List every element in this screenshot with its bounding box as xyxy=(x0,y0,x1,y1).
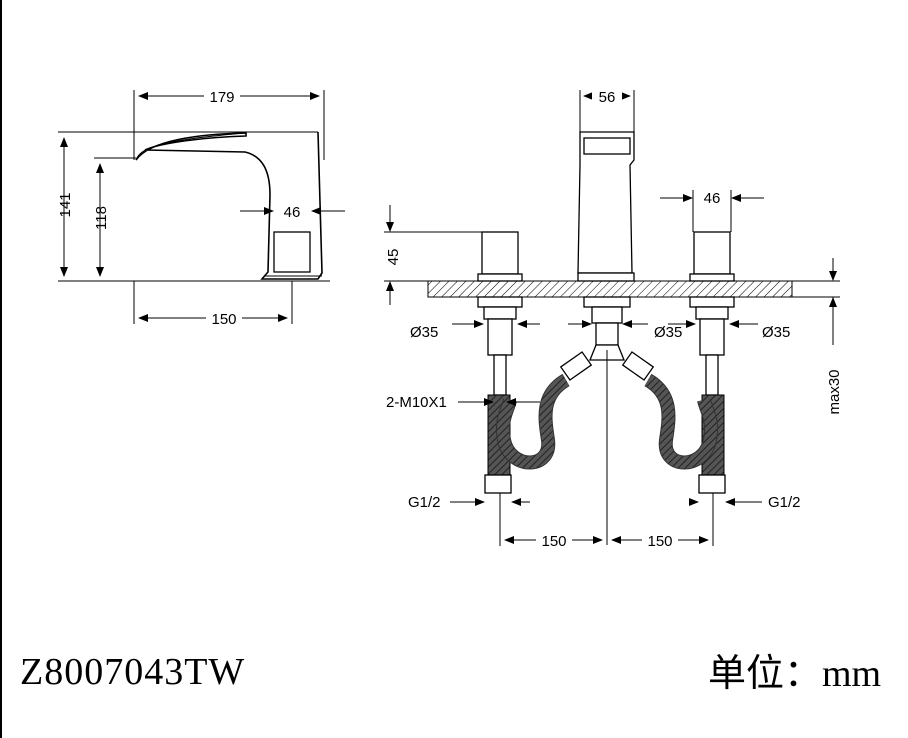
model-code: Z8007043TW xyxy=(20,651,246,693)
label-bg xyxy=(592,86,622,104)
spout-outlet xyxy=(583,137,631,155)
right-inlet-fitting xyxy=(698,474,726,494)
left-elbow xyxy=(559,351,593,381)
dim-spacing-left: 150 xyxy=(541,533,566,550)
label-stud-thread: 2-M10X1 xyxy=(386,394,447,411)
dim-spout-height: 118 xyxy=(93,206,110,230)
right-valve-body xyxy=(699,318,725,356)
label-inlet-right: G1/2 xyxy=(768,494,801,511)
label-hole-center: Ø35 xyxy=(654,324,682,341)
right-handle-base xyxy=(689,273,735,282)
left-handle-base xyxy=(477,273,523,282)
dim-overall-height: 141 xyxy=(57,192,74,217)
dim-deck-thickness: max30 xyxy=(826,369,843,414)
dim-front-handle-width: 46 xyxy=(704,190,721,207)
left-nut xyxy=(477,296,523,308)
dim-side-handle-width: 46 xyxy=(284,204,301,221)
side-spout-outline xyxy=(135,131,323,280)
left-washer xyxy=(483,306,517,320)
label-hole-left: Ø35 xyxy=(410,324,438,341)
label-bg xyxy=(536,531,572,549)
center-washer xyxy=(591,306,623,324)
side-view: 179 141 118 46 150 xyxy=(57,86,345,328)
right-elbow xyxy=(621,351,655,381)
center-nut xyxy=(583,296,631,308)
left-inlet-fitting xyxy=(484,474,512,494)
label-bg xyxy=(206,309,242,327)
right-nut xyxy=(689,296,735,308)
right-washer xyxy=(695,306,729,320)
label-inlet-left: G1/2 xyxy=(408,494,441,511)
side-handle xyxy=(273,231,311,273)
deck-section xyxy=(427,280,793,298)
left-connector-hose-braid xyxy=(496,374,570,469)
side-spout-top xyxy=(135,132,247,161)
center-shank xyxy=(595,322,619,346)
dim-spout-reach: 150 xyxy=(211,311,236,328)
front-view: 56 46 45 max30 Ø35 Ø35 Ø35 xyxy=(384,86,843,550)
label-hole-right: Ø35 xyxy=(762,324,790,341)
right-handle xyxy=(693,231,731,275)
drawing-frame-border xyxy=(0,0,2,738)
unit-label: 单位：mm xyxy=(708,653,882,695)
label-bg xyxy=(642,531,678,549)
right-stud xyxy=(705,354,719,396)
dim-handle-height: 45 xyxy=(385,249,402,266)
front-spout xyxy=(577,131,635,274)
left-stud xyxy=(493,354,507,396)
label-bg xyxy=(204,86,240,104)
left-valve-body xyxy=(487,318,513,356)
dim-spacing-right: 150 xyxy=(647,533,672,550)
left-handle xyxy=(481,231,519,275)
spout-base xyxy=(577,272,635,282)
right-connector-hose-braid xyxy=(644,374,718,469)
dim-spout-width: 56 xyxy=(599,89,616,106)
dim-overall-length: 179 xyxy=(209,89,234,106)
